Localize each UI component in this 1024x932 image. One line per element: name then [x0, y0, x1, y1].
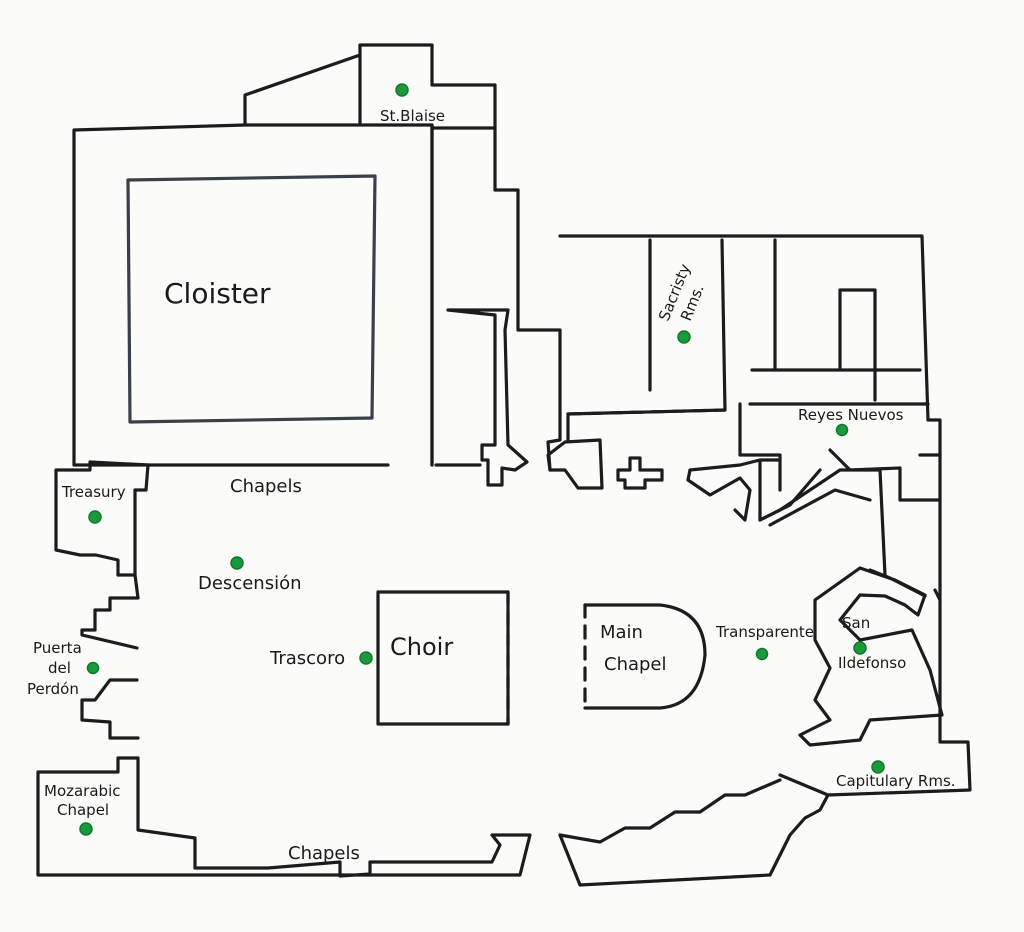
passage-walls: [446, 308, 529, 487]
treasury-walls: [54, 460, 150, 577]
marker-descension[interactable]: [230, 556, 244, 570]
label-main-chapel-1: Main: [600, 622, 643, 643]
label-choir: Choir: [390, 633, 453, 661]
label-chapels-bottom: Chapels: [288, 843, 360, 864]
reyes-nuevos-east: [758, 448, 942, 577]
sacristy-outer: [558, 234, 942, 742]
mozarabic-walls: [36, 756, 532, 878]
marker-capitulary-rooms[interactable]: [871, 760, 885, 774]
ambulatory-walls: [758, 468, 872, 527]
st-blaise-walls: [243, 43, 497, 130]
west-wall-upper: [80, 573, 140, 650]
walls: [36, 43, 972, 887]
marker-sacristy[interactable]: [677, 330, 691, 344]
marker-mozarabic-chapel[interactable]: [79, 822, 93, 836]
marker-reyes-nuevos[interactable]: [835, 423, 849, 437]
pier-3: [686, 458, 782, 522]
reyes-nuevos-walls: [738, 402, 942, 492]
label-mozarabic-1: Mozarabic: [44, 782, 120, 800]
label-capitulary: Capitulary Rms.: [836, 772, 956, 790]
marker-trascoro[interactable]: [359, 651, 373, 665]
label-treasury: Treasury: [61, 483, 126, 501]
label-san-ildefonso-2: Ildefonso: [838, 654, 906, 672]
south-wall-east: [558, 740, 972, 887]
label-reyes-nuevos: Reyes Nuevos: [798, 406, 904, 424]
label-chapels-top: Chapels: [230, 476, 302, 497]
marker-st-blaise[interactable]: [395, 83, 409, 97]
label-puerta-2: del: [48, 659, 71, 677]
south-east-chapels: [558, 773, 830, 844]
label-cloister: Cloister: [164, 277, 271, 310]
label-main-chapel-2: Chapel: [604, 654, 667, 675]
location-markers: [79, 83, 885, 836]
marker-puerta-del-perdon[interactable]: [86, 661, 100, 675]
west-wall-lower: [80, 678, 140, 740]
label-puerta-3: Perdón: [27, 680, 79, 698]
cloister-east-corridor: [430, 123, 562, 472]
label-trascoro: Trascoro: [269, 648, 345, 669]
pier-2: [616, 456, 664, 490]
san-ildefonso-inner: [868, 568, 942, 602]
labels: St.Blaise Cloister Sacristy Rms. Reyes N…: [27, 107, 956, 864]
label-san-ildefonso-1: San: [842, 614, 870, 632]
marker-treasury[interactable]: [88, 510, 102, 524]
label-mozarabic-2: Chapel: [57, 801, 109, 819]
sacristy-inner-walls: [566, 238, 922, 442]
pier-1: [546, 438, 604, 490]
label-st-blaise: St.Blaise: [380, 107, 445, 125]
marker-transparente[interactable]: [755, 647, 769, 661]
label-puerta-1: Puerta: [33, 639, 82, 657]
cloister-courtyard: [126, 174, 377, 424]
main-chapel-walls: [583, 603, 707, 710]
san-ildefonso-walls: [798, 566, 944, 747]
label-transparente: Transparente: [715, 623, 814, 641]
sacristy-dashed-line: [566, 408, 727, 416]
label-descension: Descensión: [198, 573, 302, 594]
marker-san-ildefonso[interactable]: [853, 641, 867, 655]
